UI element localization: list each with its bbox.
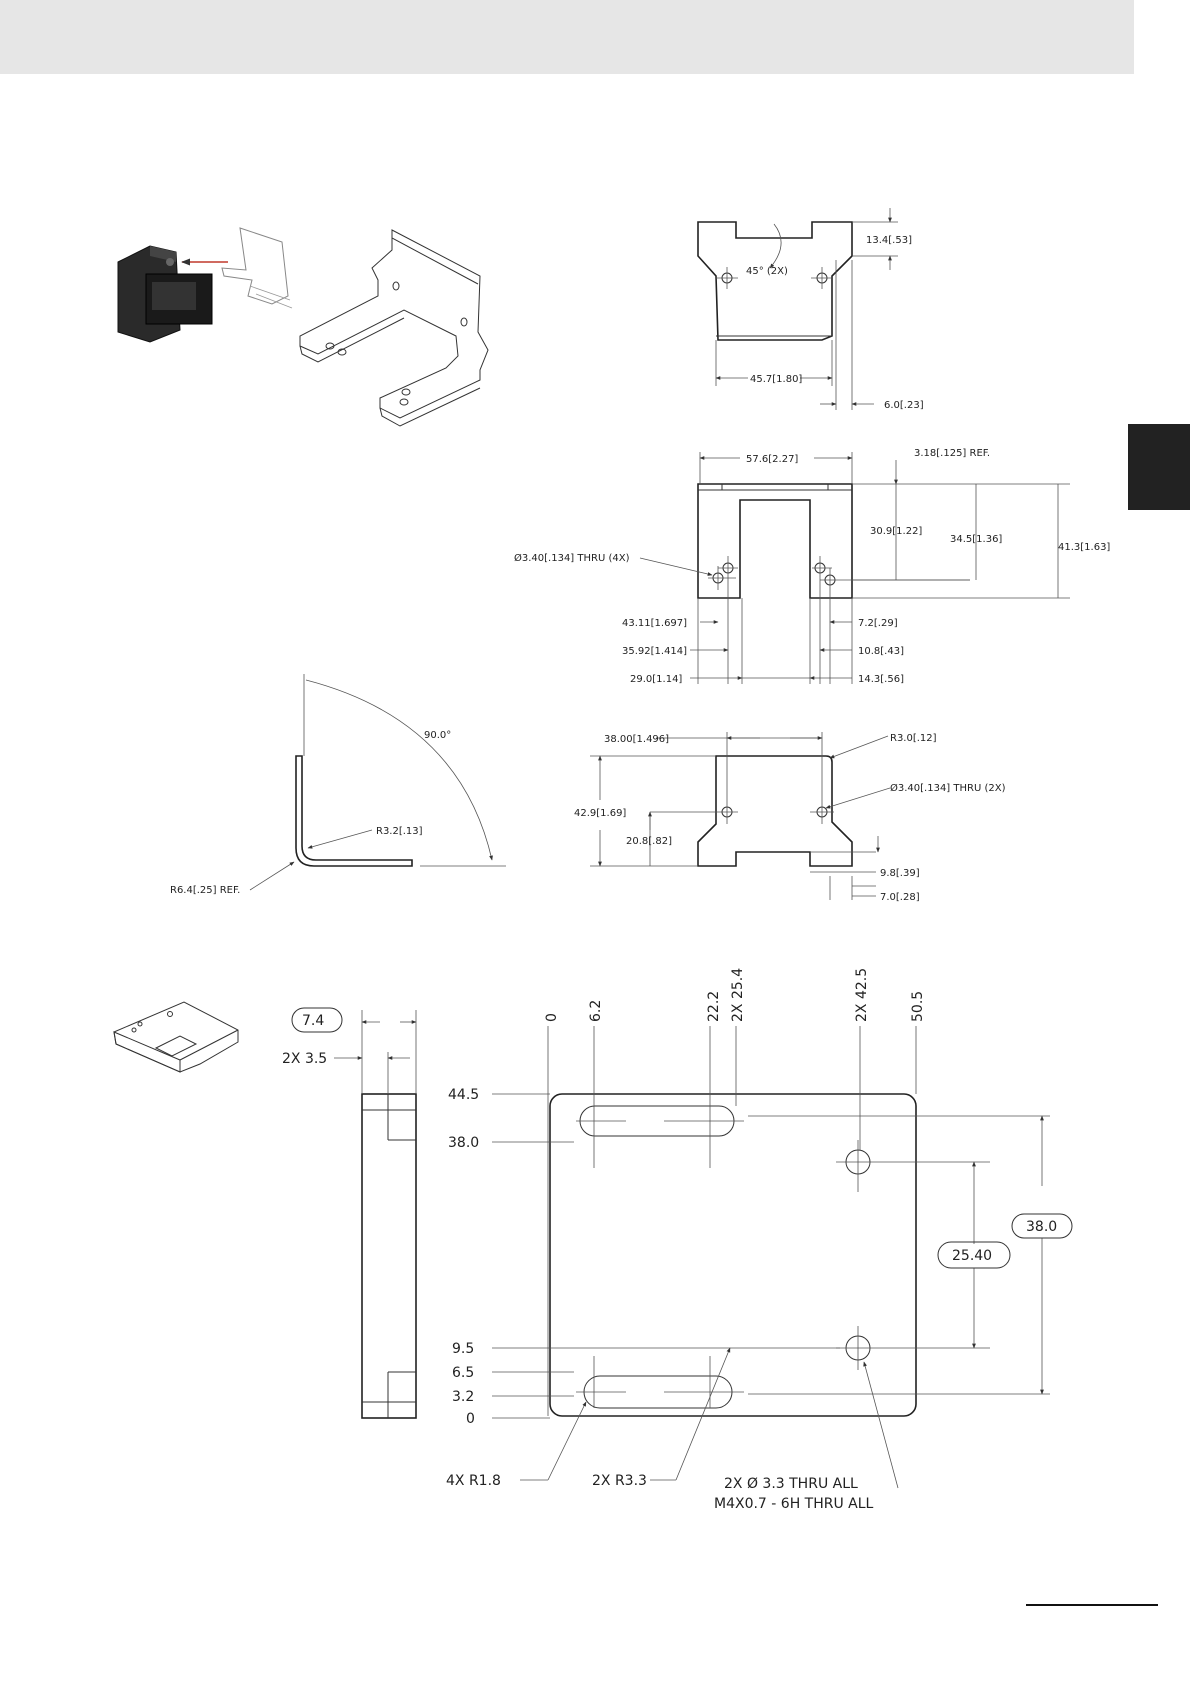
y-ordinate-38-0: 38.0 xyxy=(448,1135,479,1151)
y-ordinate-9-5: 9.5 xyxy=(452,1341,474,1357)
y-ordinate-0: 0 xyxy=(466,1411,475,1427)
x-ordinate-0: 0 xyxy=(544,1013,560,1022)
hole-note-line-1: 2X Ø 3.3 THRU ALL xyxy=(724,1476,858,1492)
dim-45-7: 45.7[1.80] xyxy=(750,374,802,385)
note-2x-r3-3: 2X R3.3 xyxy=(592,1473,647,1489)
dim-r3-2: R3.2[.13] xyxy=(376,826,423,837)
dim-25-40: 25.40 xyxy=(952,1248,992,1264)
dim-r6-4: R6.4[.25] REF. xyxy=(170,885,240,896)
dim-2x-3-5: 2X 3.5 xyxy=(282,1051,327,1067)
front-hole-note: Ø3.40[.134] THRU (4X) xyxy=(514,552,630,564)
dim-13-4: 13.4[.53] xyxy=(866,235,912,246)
dim-angle-90: 90.0° xyxy=(424,730,451,741)
dim-41-3: 41.3[1.63] xyxy=(1058,542,1110,553)
dim-7-0: 7.0[.28] xyxy=(880,892,920,903)
dim-14-3: 14.3[.56] xyxy=(858,674,904,685)
header-band xyxy=(0,0,1134,74)
y-ordinate-6-5: 6.5 xyxy=(452,1365,474,1381)
dim-34-5: 34.5[1.36] xyxy=(950,534,1002,545)
dim-20-8: 20.8[.82] xyxy=(626,836,672,847)
flat-hole-note: Ø3.40[.134] THRU (2X) xyxy=(890,782,1006,794)
x-ordinate-22-2: 22.2 xyxy=(706,991,722,1022)
chapter-side-tab xyxy=(1128,424,1190,510)
bracket-bend-view: 90.0° R3.2[.13] R6.4[.25] REF. xyxy=(170,674,506,896)
footer-rule xyxy=(1026,1604,1158,1606)
x-ordinate-2x-25-4: 2X 25.4 xyxy=(730,968,746,1022)
dim-35-92: 35.92[1.414] xyxy=(622,646,687,657)
x-ordinate-6-2: 6.2 xyxy=(588,1000,604,1022)
hole-note-line-2: M4X0.7 - 6H THRU ALL xyxy=(714,1496,874,1512)
y-ordinate-44-5: 44.5 xyxy=(448,1087,479,1103)
bracket-front-view: 57.6[2.27] 3.18[.125] REF. 30.9[1.22] 34… xyxy=(514,448,1110,685)
plate-top-view: 38.0 25.40 0 6.2 22.2 2X 25.4 2X 42.5 50… xyxy=(446,968,1073,1512)
dim-43-11: 43.11[1.697] xyxy=(622,618,687,629)
bracket-isometric-drawing xyxy=(299,229,489,427)
dim-38-0: 38.0 xyxy=(1026,1219,1057,1235)
sensor-with-bracket-photo xyxy=(117,227,293,343)
dim-r3-0: R3.0[.12] xyxy=(890,733,937,744)
x-ordinate-2x-42-5: 2X 42.5 xyxy=(854,968,870,1022)
y-ordinate-3-2: 3.2 xyxy=(452,1389,474,1405)
dim-6-0: 6.0[.23] xyxy=(884,400,924,411)
dim-7-4: 7.4 xyxy=(302,1013,324,1029)
note-4x-r1-8: 4X R1.8 xyxy=(446,1473,501,1489)
dim-7-2: 7.2[.29] xyxy=(858,618,898,629)
dim-3-18: 3.18[.125] REF. xyxy=(914,448,990,459)
dim-38-00: 38.00[1.496] xyxy=(604,734,669,745)
bracket-top-view: 45° (2X) 13.4[.53] 45.7[1.80] 6.0[.23] xyxy=(697,208,924,411)
dim-29-0: 29.0[1.14] xyxy=(630,674,682,685)
bracket-flat-view: 38.00[1.496] R3.0[.12] Ø3.40[.134] THRU … xyxy=(574,732,1006,903)
dim-57-6: 57.6[2.27] xyxy=(746,454,798,465)
dim-angle-45: 45° (2X) xyxy=(746,266,788,277)
dim-42-9: 42.9[1.69] xyxy=(574,808,626,819)
x-ordinate-50-5: 50.5 xyxy=(910,991,926,1022)
plate-isometric-drawing xyxy=(113,1001,239,1073)
plate-side-view: 7.4 2X 3.5 xyxy=(282,1007,417,1419)
dim-9-8: 9.8[.39] xyxy=(880,868,920,879)
dim-30-9: 30.9[1.22] xyxy=(870,526,922,537)
dim-10-8: 10.8[.43] xyxy=(858,646,904,657)
